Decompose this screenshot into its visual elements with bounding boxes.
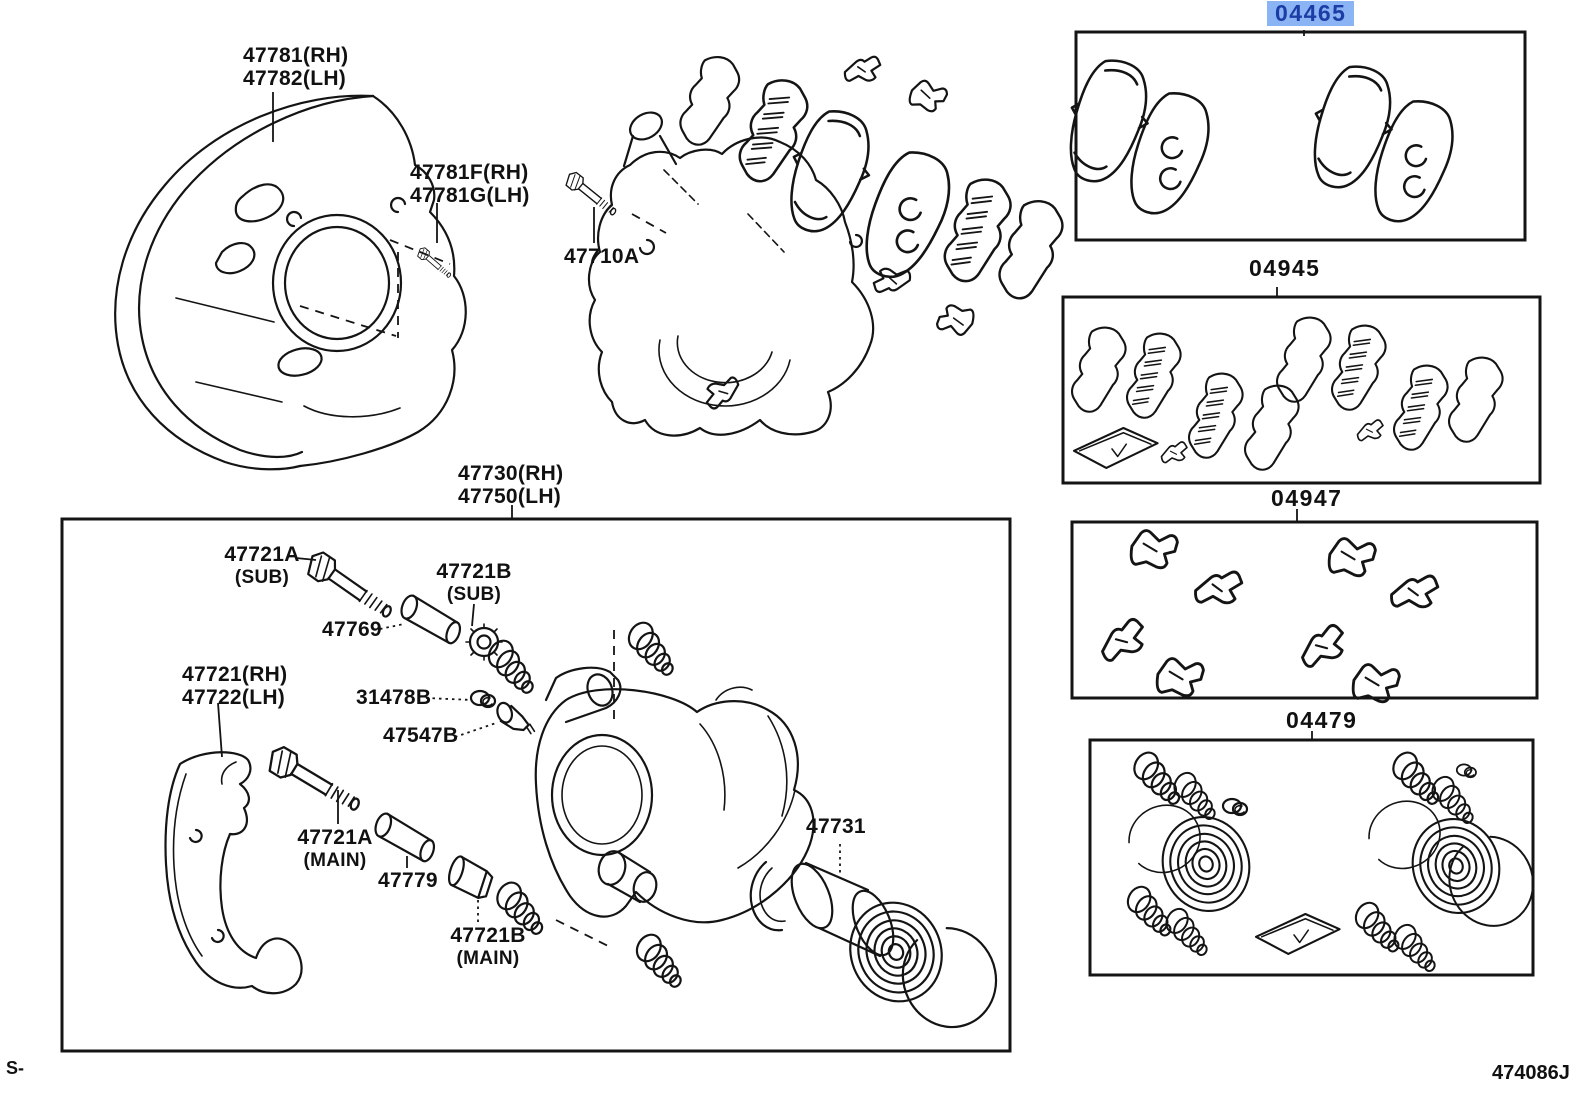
label-line: 47721B xyxy=(436,560,512,583)
label-bleeder-cap[interactable]: 31478B xyxy=(356,686,432,709)
footer-code-left: S- xyxy=(6,1058,24,1078)
label-line: 47781F(RH) xyxy=(410,161,529,184)
label-slide-bush[interactable]: 47769 xyxy=(322,618,382,641)
fitting-kit-contents xyxy=(1095,529,1441,704)
dust-shield-drawing xyxy=(114,94,467,471)
bleeder-cap-drawing xyxy=(469,689,497,709)
label-line: (MAIN) xyxy=(456,948,520,969)
collar-main-drawing xyxy=(443,853,497,902)
label-piston[interactable]: 47731 xyxy=(806,815,866,838)
label-hub-bolt[interactable]: 47710A xyxy=(564,245,640,268)
label-pin-bolt-main[interactable]: 47721A (MAIN) xyxy=(287,826,383,872)
label-line: 47750(LH) xyxy=(458,485,562,508)
label-line: 47781(RH) xyxy=(243,44,349,67)
mounting-bracket-drawing xyxy=(164,751,303,995)
footer-code-right: 474086J xyxy=(1492,1062,1570,1084)
hub-bolt-drawing xyxy=(561,169,624,217)
pad-kit-box xyxy=(1074,30,1527,242)
label-line: (SUB) xyxy=(234,567,290,588)
slide-bolt-sub-drawing xyxy=(301,547,403,619)
lower-boot-drawing xyxy=(627,929,696,990)
label-pin-bolt-sub[interactable]: 47721A (SUB) xyxy=(218,543,306,589)
label-line: 47730(RH) xyxy=(458,462,564,485)
bleeder-plug-drawing xyxy=(489,697,541,736)
label-line: 47721A xyxy=(297,826,373,849)
label-collar-sub[interactable]: 47721B (SUB) xyxy=(428,560,520,606)
label-collar-main[interactable]: 47721B (MAIN) xyxy=(440,924,536,970)
label-line: 47722(LH) xyxy=(182,686,286,709)
label-line: 47782(LH) xyxy=(243,67,347,90)
shim-kit-box xyxy=(1061,295,1542,485)
cylinder-kit-box xyxy=(1088,738,1535,977)
label-line: 47721B xyxy=(450,924,526,947)
pin-boot-upper-drawing xyxy=(619,617,688,678)
shield-bolt-drawing xyxy=(414,245,457,279)
label-line: (MAIN) xyxy=(303,850,367,871)
piston-set-drawing xyxy=(749,860,1012,1043)
pad-shim-set-drawing xyxy=(674,50,1069,411)
label-caliper-assembly[interactable]: 47730(RH) 47750(LH) xyxy=(458,462,563,508)
label-dust-shield[interactable]: 47781(RH) 47782(LH) xyxy=(243,44,348,90)
label-cylinder-kit[interactable]: 04479 xyxy=(1286,707,1358,733)
label-line: 47781G(LH) xyxy=(410,184,530,207)
label-bleeder-plug[interactable]: 47547B xyxy=(383,724,459,747)
caliper-drawing xyxy=(534,666,815,924)
leader-lines xyxy=(217,30,1313,949)
caliper-assembly-box xyxy=(60,517,1012,1053)
label-fitting-kit[interactable]: 04947 xyxy=(1271,485,1343,511)
label-mounting-bracket[interactable]: 47721(RH) 47722(LH) xyxy=(182,663,287,709)
label-shim-kit[interactable]: 04945 xyxy=(1249,255,1321,281)
label-slide-pin[interactable]: 47779 xyxy=(378,869,438,892)
fitting-kit-box xyxy=(1070,520,1539,700)
pad-kit-contents xyxy=(1052,50,1465,233)
cylinder-kit-contents xyxy=(1119,747,1547,974)
label-shield-bolt[interactable]: 47781F(RH) 47781G(LH) xyxy=(410,161,530,207)
slide-bolt-main-drawing xyxy=(262,742,370,813)
label-line: 47721(RH) xyxy=(182,663,288,686)
label-pad-kit[interactable]: 04465 xyxy=(1267,1,1355,26)
label-line: (SUB) xyxy=(446,584,502,605)
shim-kit-contents xyxy=(1066,311,1508,476)
label-line: 47721A xyxy=(224,543,300,566)
knuckle-drawing xyxy=(587,111,875,437)
